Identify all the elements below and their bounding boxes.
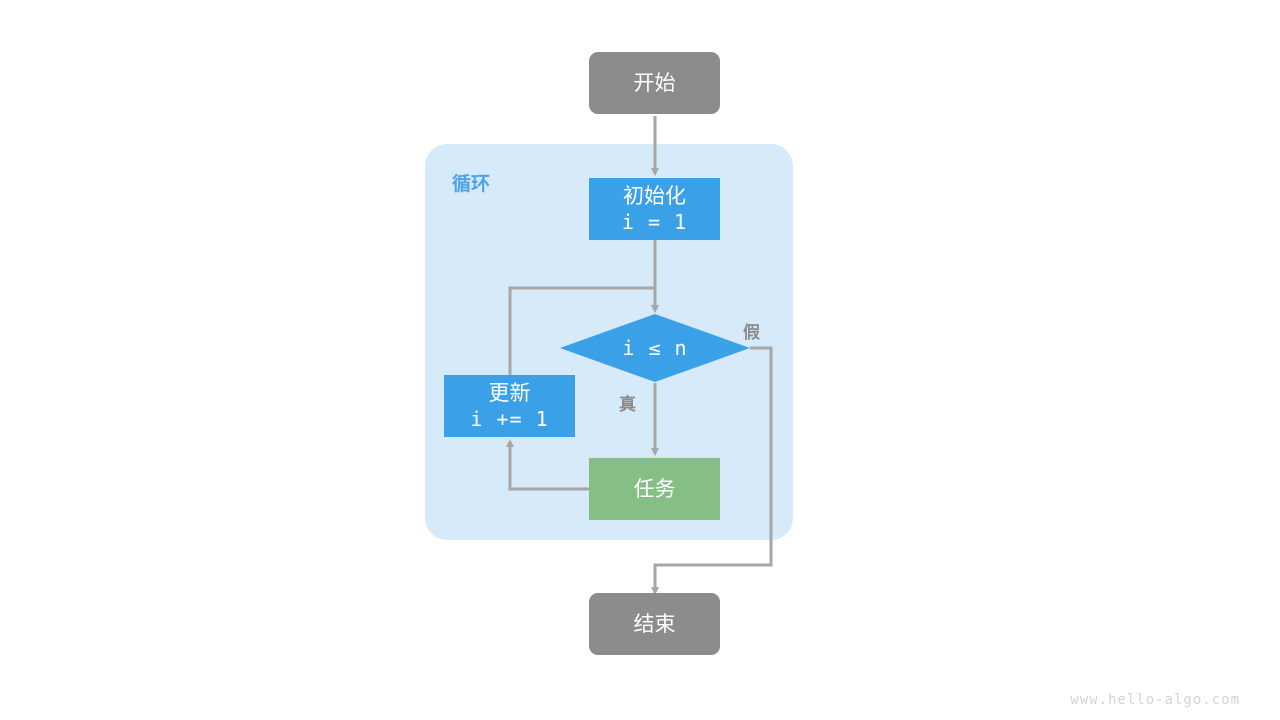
loop-group-label: 循环 xyxy=(452,173,491,195)
edge-task-to-update xyxy=(506,439,589,491)
node-update-shape[interactable] xyxy=(444,375,575,437)
edge-update-to-cond xyxy=(508,286,659,375)
node-task-shape[interactable] xyxy=(589,458,720,520)
edge-cond-false-to-end xyxy=(651,346,773,595)
watermark: www.hello-algo.com xyxy=(1070,692,1240,708)
edge-label-false: 假 xyxy=(743,323,760,343)
node-start-shape[interactable] xyxy=(589,52,720,114)
edge-label-true: 真 xyxy=(619,395,636,415)
node-end-shape[interactable] xyxy=(589,593,720,655)
node-condition-shape[interactable] xyxy=(560,314,750,382)
node-init-shape[interactable] xyxy=(589,178,720,240)
